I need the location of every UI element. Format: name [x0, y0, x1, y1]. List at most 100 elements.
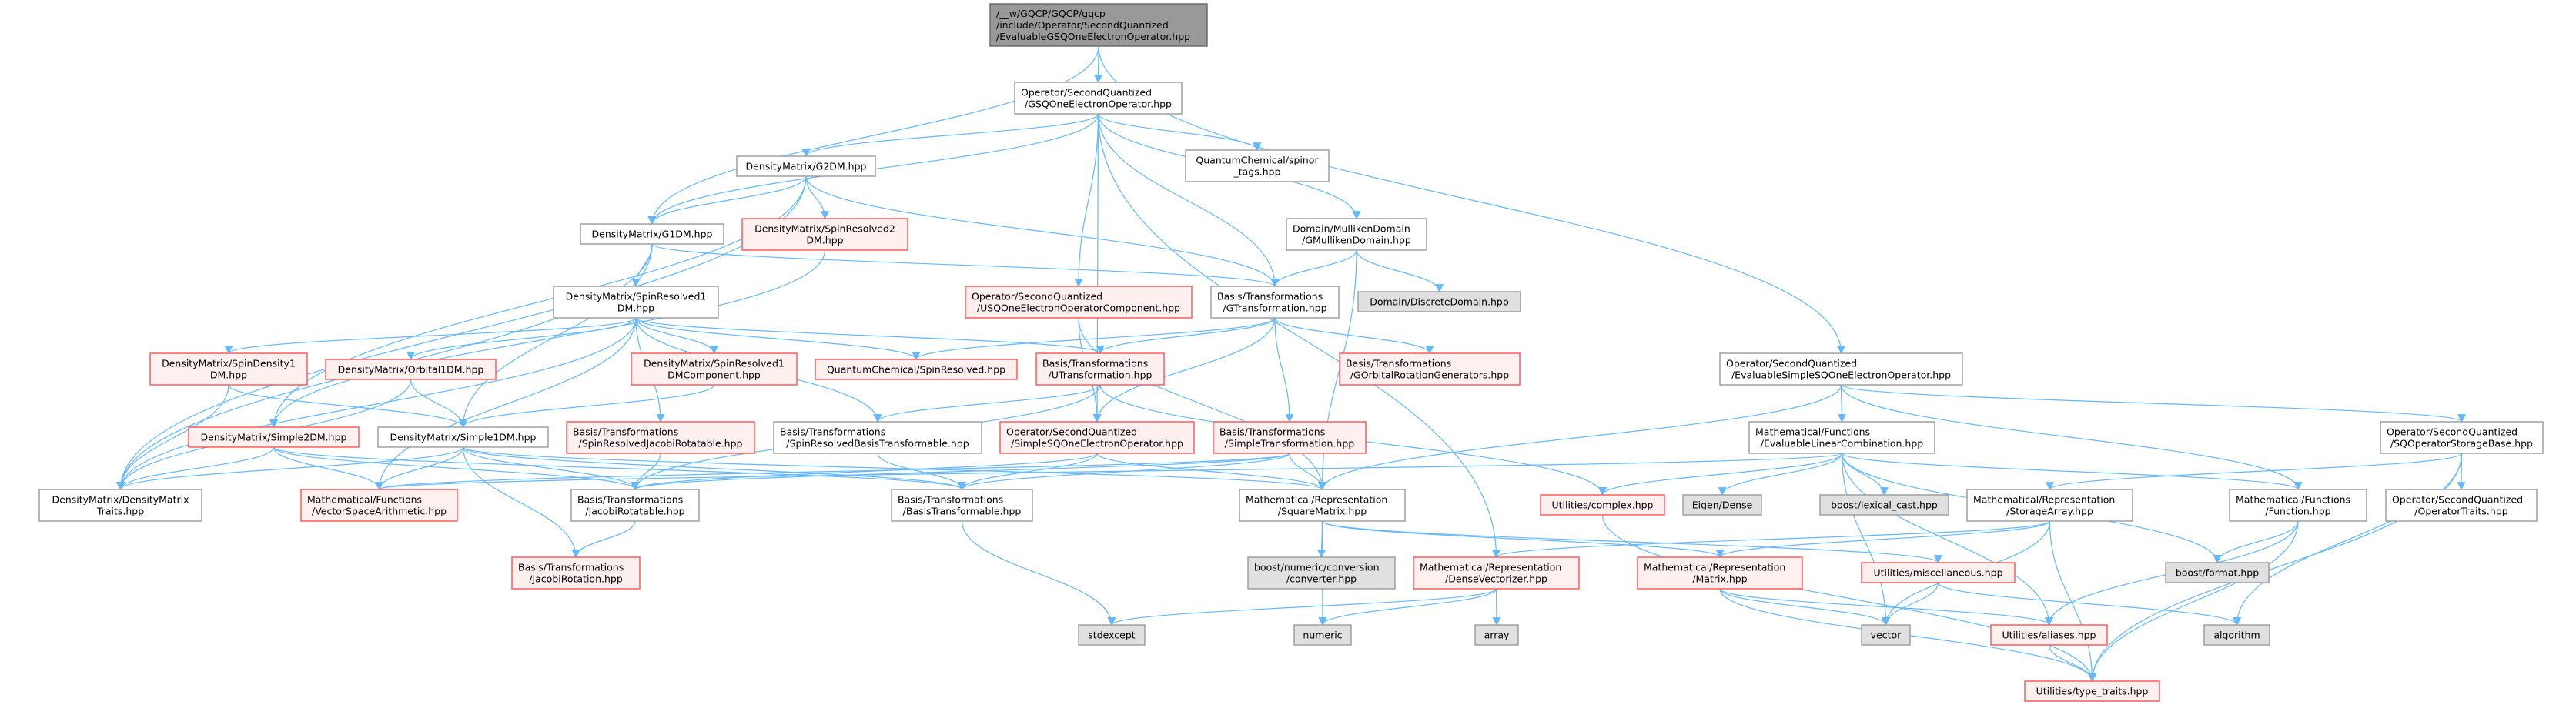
node-label: Mathematical/Functions [1755, 426, 1870, 438]
edge-densevec-to-numeric [1318, 588, 1497, 626]
node-g1dm[interactable]: DensityMatrix/G1DM.hpp [580, 223, 724, 245]
node-label: DM.hpp [617, 302, 654, 314]
node-spinor[interactable]: QuantumChemical/spinor_tags.hpp [1185, 149, 1330, 182]
node-label: Basis/Transformations [1217, 291, 1323, 302]
edge-storage-to-typetraits [2049, 520, 2096, 683]
edge-spindens-to-simple1dm [228, 384, 467, 429]
node-densevec[interactable]: Mathematical/Representation/DenseVectori… [1413, 556, 1580, 590]
node-function[interactable]: Mathematical/Functions/Function.hpp [2229, 489, 2367, 522]
node-complex[interactable]: Utilities/complex.hpp [1540, 494, 1665, 516]
node-srbt[interactable]: Basis/Transformations/SpinResolvedBasisT… [773, 421, 982, 454]
node-label: /SQOperatorStorageBase.hpp [2390, 438, 2533, 449]
node-array: array [1474, 624, 1519, 646]
node-evlin[interactable]: Mathematical/Functions/EvaluableLinearCo… [1748, 421, 1935, 454]
node-box [741, 218, 908, 251]
node-box [1819, 494, 1949, 516]
node-label: /JacobiRotatable.hpp [585, 506, 684, 517]
node-storage[interactable]: Mathematical/Representation/StorageArray… [1966, 489, 2133, 522]
node-label: Basis/Transformations [898, 494, 1003, 506]
node-label: Basis/Transformations [518, 562, 624, 573]
node-simple2dm[interactable]: DensityMatrix/Simple2DM.hpp [188, 426, 360, 448]
node-optraits[interactable]: Operator/SecondQuantized/OperatorTraits.… [2385, 489, 2538, 522]
node-label: /GOrbitalRotationGenerators.hpp [1350, 369, 1509, 381]
node-label: Operator/SecondQuantized [1726, 358, 1857, 369]
edge-misc-to-vector [1882, 582, 1939, 626]
node-usq[interactable]: Operator/SecondQuantized/USQOneElectronO… [965, 286, 1193, 319]
node-utrans[interactable]: Basis/Transformations/UTransformation.hp… [1035, 352, 1165, 386]
edge-simplesq-to-btrans [958, 453, 1098, 491]
node-boostconv: boost/numeric/conversion/converter.hpp [1247, 556, 1396, 590]
node-label: Mathematical/Representation [1644, 562, 1785, 573]
node-label: Basis/Transformations [577, 494, 683, 506]
node-sr1dmc[interactable]: DensityMatrix/SpinResolved1DMComponent.h… [631, 352, 798, 386]
node-vsa[interactable]: Mathematical/Functions/VectorSpaceArithm… [300, 489, 458, 522]
node-jrot[interactable]: Basis/Transformations/JacobiRotatable.hp… [570, 489, 700, 522]
edge-gtrans-to-simplesq [1092, 317, 1276, 423]
node-gsq[interactable]: Operator/SecondQuantized/GSQOneElectronO… [1014, 82, 1183, 115]
node-box [1239, 489, 1406, 522]
node-simple1dm[interactable]: DensityMatrix/Simple1DM.hpp [377, 426, 549, 448]
node-box [1210, 286, 1340, 319]
edge-gtrans-to-gorb [1274, 317, 1434, 355]
node-label: /VectorSpaceArithmetic.hpp [312, 506, 447, 517]
edge-gsq-to-spinor [1097, 113, 1262, 152]
edge-simplesq-to-sqmat [1096, 453, 1326, 491]
edge-evlin-to-vector [1841, 453, 1890, 626]
node-evsimple[interactable]: Operator/SecondQuantized/EvaluableSimple… [1719, 352, 1963, 386]
node-gorb[interactable]: Basis/Transformations/GOrbitalRotationGe… [1339, 352, 1521, 386]
node-g2dm[interactable]: DensityMatrix/G2DM.hpp [736, 155, 876, 177]
node-label: Basis/Transformations [573, 426, 678, 438]
edge-evlin-to-lexcast [1841, 453, 1889, 496]
node-label: /GTransformation.hpp [1223, 302, 1327, 314]
node-label: DM.hpp [210, 369, 247, 381]
edge-sqstore-to-storage [2046, 453, 2463, 491]
node-label: DensityMatrix/SpinResolved1 [644, 358, 785, 369]
node-spinres[interactable]: QuantumChemical/SpinResolved.hpp [815, 359, 1018, 380]
node-label: DensityMatrix/Simple2DM.hpp [201, 432, 347, 443]
node-label: Operator/SecondQuantized [1021, 87, 1152, 99]
node-label: /SquareMatrix.hpp [1278, 506, 1367, 517]
node-layer: /__w/GQCP/GQCP/gqcp/include/Operator/Sec… [38, 3, 2544, 702]
node-jrotation[interactable]: Basis/Transformations/JacobiRotation.hpp [511, 556, 641, 590]
node-box [1719, 352, 1963, 386]
node-gtrans[interactable]: Basis/Transformations/GTransformation.hp… [1210, 286, 1340, 319]
node-srjr[interactable]: Basis/Transformations/SpinResolvedJacobi… [566, 421, 755, 454]
edge-simpletrans-to-jrot [631, 453, 1290, 491]
node-matrix[interactable]: Mathematical/Representation/Matrix.hpp [1637, 556, 1803, 590]
node-orb1dm[interactable]: DensityMatrix/Orbital1DM.hpp [325, 359, 497, 380]
node-label: DensityMatrix/DensityMatrix [52, 494, 189, 506]
node-box [1474, 624, 1519, 646]
node-btrans[interactable]: Basis/Transformations/BasisTransformable… [891, 489, 1033, 522]
node-box [1339, 352, 1521, 386]
edge-aliases-to-typetraits [2048, 644, 2096, 683]
node-label: /GSQOneElectronOperator.hpp [1025, 99, 1172, 110]
node-label: algorithm [2213, 630, 2260, 641]
node-algorithm: algorithm [2203, 624, 2270, 646]
node-sqmat[interactable]: Mathematical/Representation/SquareMatrix… [1239, 489, 1406, 522]
edge-gsq-to-usq [1074, 113, 1099, 288]
node-box [1682, 494, 1762, 516]
node-typetraits[interactable]: Utilities/type_traits.hpp [2024, 680, 2160, 702]
edge-simpletrans-to-vsa [375, 453, 1290, 491]
node-simpletrans[interactable]: Basis/Transformations/SimpleTransformati… [1213, 421, 1367, 454]
node-box [631, 352, 798, 386]
node-label: DensityMatrix/Orbital1DM.hpp [338, 364, 484, 376]
node-label: /SpinResolvedJacobiRotatable.hpp [579, 438, 743, 449]
node-gmull[interactable]: Domain/MullikenDomain/GMullikenDomain.hp… [1286, 218, 1427, 251]
edge-simple2dm-to-vsa [273, 446, 383, 491]
edge-simple2dm-to-btrans [273, 446, 966, 491]
node-misc[interactable]: Utilities/miscellaneous.hpp [1861, 562, 2016, 583]
edge-function-to-typetraits [2088, 520, 2299, 683]
node-label: /SimpleSQOneElectronOperator.hpp [1011, 438, 1183, 449]
node-label: /GMullikenDomain.hpp [1302, 235, 1411, 246]
node-root[interactable]: /__w/GQCP/GQCP/gqcp/include/Operator/Sec… [989, 3, 1208, 47]
node-label: vector [1871, 630, 1902, 641]
node-label: DensityMatrix/SpinResolved2 [754, 223, 895, 235]
node-simplesq[interactable]: Operator/SecondQuantized/SimpleSQOneElec… [999, 421, 1195, 454]
node-aliases[interactable]: Utilities/aliases.hpp [1990, 624, 2108, 646]
node-sqstore[interactable]: Operator/SecondQuantized/SQOperatorStora… [2380, 421, 2544, 454]
